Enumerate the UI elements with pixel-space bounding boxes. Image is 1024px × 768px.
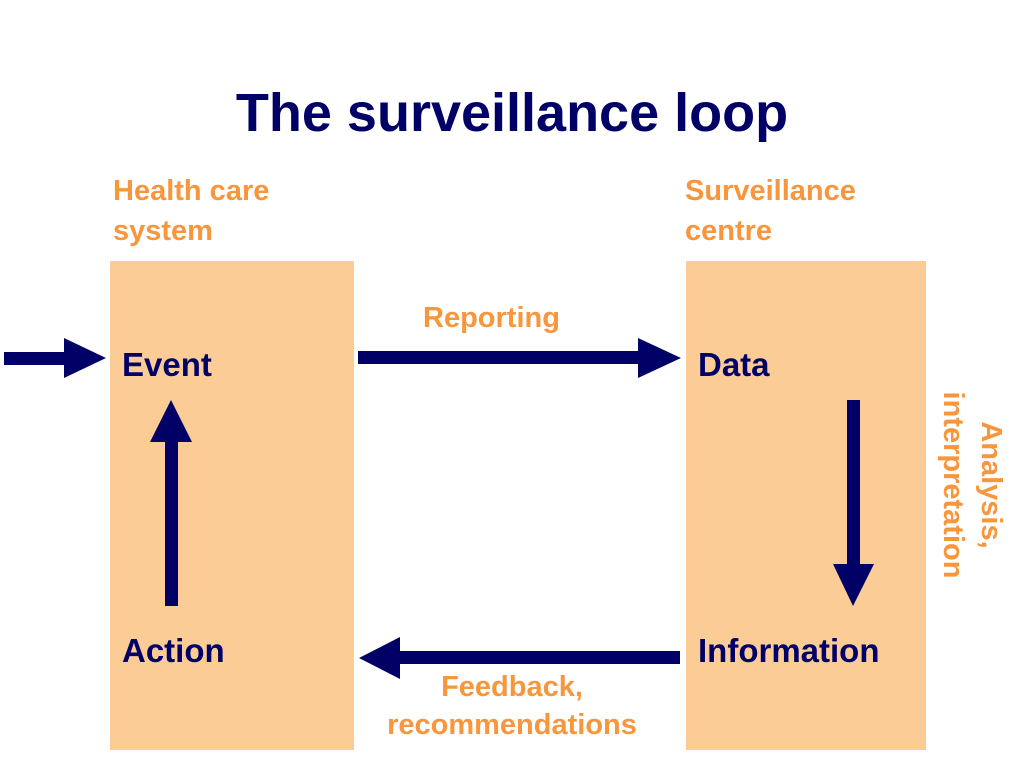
analysis-arrow (833, 400, 874, 606)
reporting-label: Reporting (423, 302, 560, 334)
feedback-label-line: recommendations (387, 709, 637, 741)
diagram-title: The surveillance loop (235, 83, 789, 143)
health-care-system-header: Health care system (113, 171, 269, 251)
incoming-event-arrow (4, 338, 106, 378)
health-care-system-header-line: system (113, 215, 213, 247)
action-node: Action (122, 632, 225, 669)
surveillance-centre-header-line: centre (685, 215, 773, 247)
action-to-event-arrow (150, 400, 192, 606)
data-node: Data (698, 346, 770, 383)
feedback-label: Feedback, recommendations (362, 668, 662, 744)
information-node: Information (698, 632, 880, 669)
reporting-arrow (358, 338, 681, 378)
feedback-label-line: Feedback, (441, 671, 583, 703)
event-node: Event (122, 346, 212, 383)
feedback-arrow (359, 637, 680, 679)
surveillance-centre-panel (686, 261, 926, 750)
health-care-system-header-line: Health care (113, 175, 270, 207)
health-care-system-panel (110, 261, 354, 750)
surveillance-centre-header: Surveillance centre (685, 171, 856, 251)
surveillance-centre-header-line: Surveillance (685, 175, 856, 207)
